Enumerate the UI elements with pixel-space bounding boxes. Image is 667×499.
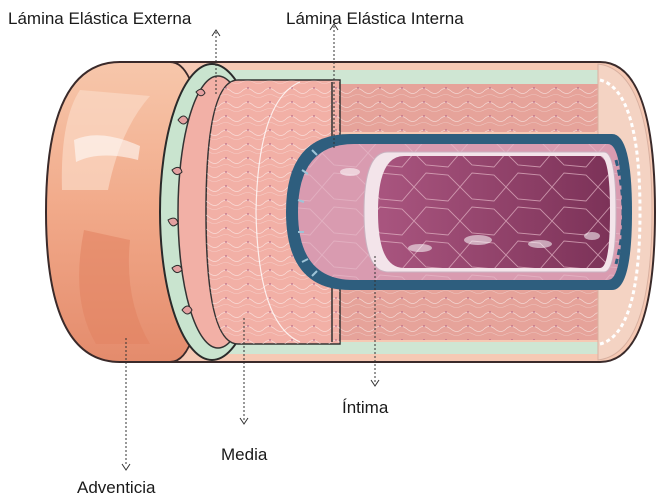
intima-lumen xyxy=(340,152,623,272)
label-intima: Íntima xyxy=(342,398,388,418)
label-adventitia: Adventicia xyxy=(77,478,155,498)
label-external-lamina: Lámina Elástica Externa xyxy=(8,9,191,29)
arrowhead-adventitia xyxy=(122,464,130,470)
label-media: Media xyxy=(221,445,267,465)
label-internal-lamina: Lámina Elástica Interna xyxy=(286,9,464,29)
